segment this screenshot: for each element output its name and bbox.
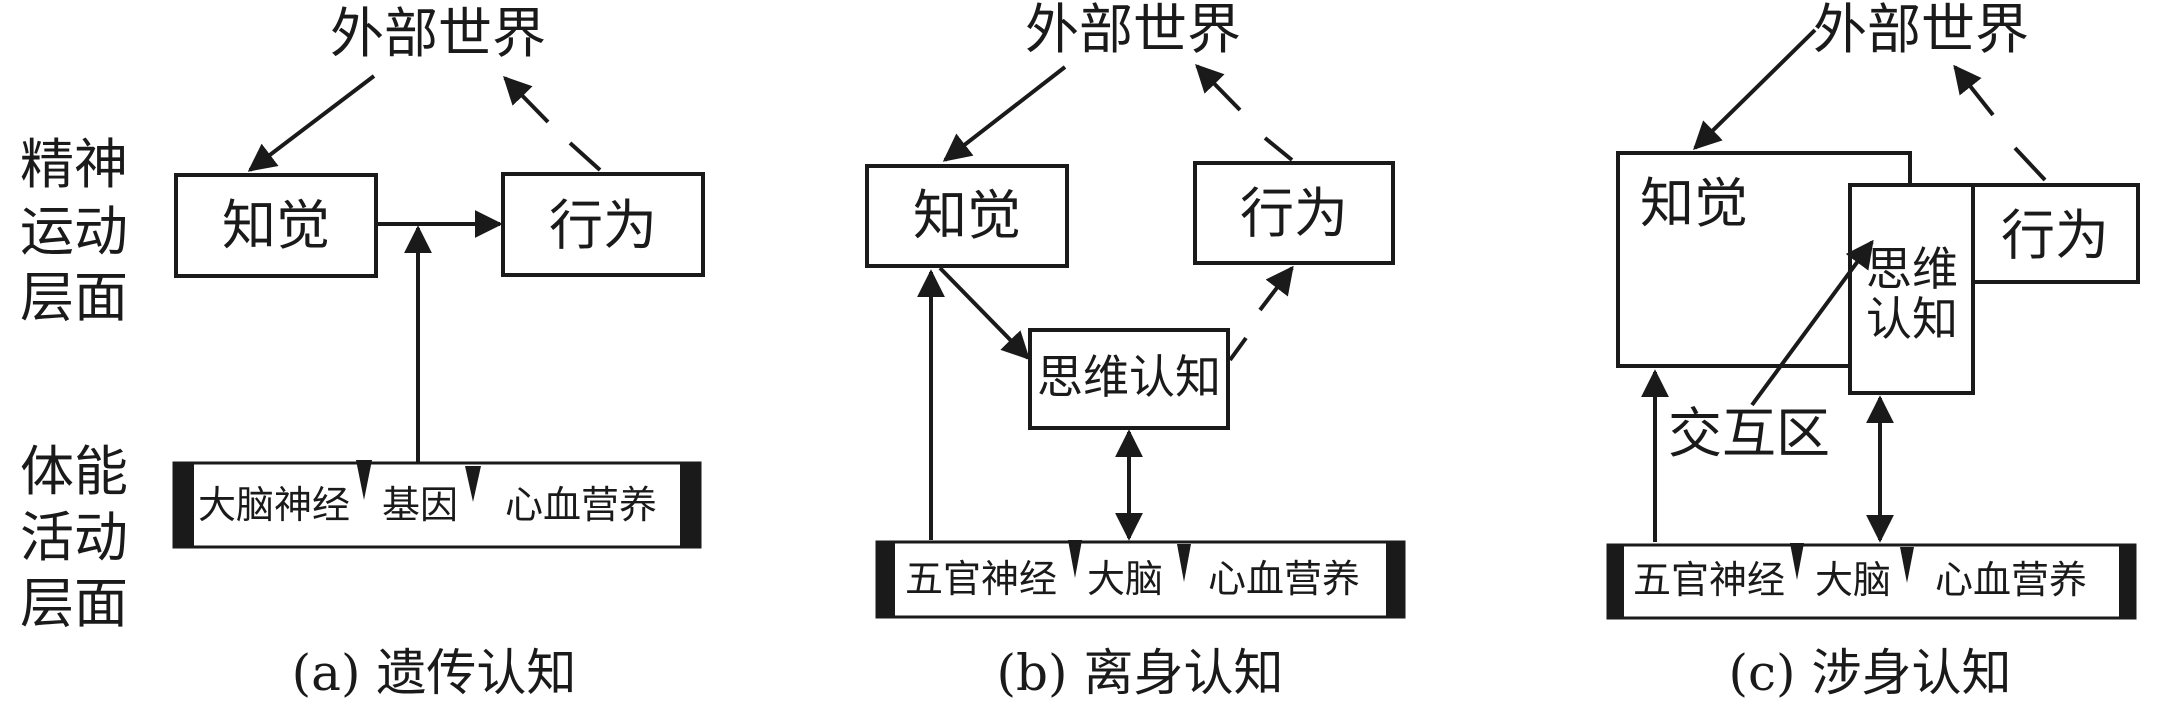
external-world-label: 外部世界 — [330, 2, 546, 65]
body-item: 大脑 — [1815, 558, 1891, 602]
arrow-action-dash — [1263, 136, 1294, 162]
body-item: 心血营养 — [505, 483, 657, 527]
row-label-physical-3: 层面 — [20, 572, 128, 635]
body-bar: 五官神经 大脑 心血营养 — [875, 540, 1406, 619]
row-label-physical: 体能 活动 层面 — [20, 440, 128, 635]
row-label-mental-2: 运动 — [20, 200, 128, 263]
body-item: 大脑 — [1087, 557, 1163, 601]
row-label-mental-3: 层面 — [20, 266, 128, 329]
body-bar: 五官神经 大脑 心血营养 — [1606, 543, 2137, 620]
arrow-action-dash — [2013, 146, 2047, 182]
action-label: 行为 — [2001, 204, 2109, 267]
action-box — [1971, 183, 2140, 284]
caption-b: (b) 离身认知 — [997, 644, 1284, 702]
arrow-action-to-world — [503, 75, 550, 124]
arrow-world-to-perception — [1693, 28, 1817, 150]
body-bar: 大脑神经 基因 心血营养 — [172, 460, 702, 549]
cognition-label-line2: 认知 — [1866, 292, 1958, 346]
body-item: 基因 — [382, 483, 458, 527]
perception-label: 知觉 — [913, 184, 1021, 247]
cognition-label-line1: 思维 — [1866, 242, 1958, 296]
cognition-label: 思维认知 — [1037, 350, 1221, 404]
body-item: 心血营养 — [1208, 557, 1360, 601]
arrow-action-to-world — [1195, 63, 1242, 112]
row-label-physical-2: 活动 — [20, 506, 128, 569]
external-world-label: 外部世界 — [1025, 0, 1241, 61]
arrowhead-down-icon — [1177, 544, 1191, 582]
action-box — [1193, 161, 1395, 265]
arrowhead-down-icon — [465, 466, 481, 502]
panel-c: 外部世界 知觉 行为 思维 认知 交互区 五官神经 大脑 心血营养 (c) 涉身… — [1606, 0, 2140, 702]
body-item: 大脑神经 — [198, 483, 350, 527]
panel-a: 外部世界 知觉 行为 大脑神经 基因 心血营养 (a) 遗传认知 — [172, 2, 705, 702]
action-box — [501, 172, 705, 277]
arrow-world-to-perception — [247, 74, 376, 172]
arrowhead-down-icon — [1900, 547, 1914, 583]
row-label-mental-1: 精神 — [20, 133, 128, 196]
cognition-box — [1848, 183, 1975, 395]
body-item: 五官神经 — [1633, 558, 1785, 602]
perception-label: 知觉 — [222, 194, 330, 257]
body-item: 五官神经 — [905, 557, 1057, 601]
body-item: 心血营养 — [1935, 558, 2087, 602]
arrow-action-dash — [568, 141, 602, 172]
arrow-cognition-to-action — [1258, 265, 1294, 312]
perception-box — [174, 173, 378, 278]
perception-label: 知觉 — [1640, 172, 1748, 235]
action-label: 行为 — [1240, 182, 1348, 245]
caption-a: (a) 遗传认知 — [292, 644, 577, 702]
arrow-action-to-world — [1953, 64, 1995, 117]
panel-b: 外部世界 知觉 行为 思维认知 五官神经 大脑 心血营养 (b) 离身认知 — [865, 0, 1406, 702]
arrowhead-down-icon — [1068, 540, 1082, 578]
arrow-perception-to-cognition — [938, 266, 1030, 361]
row-label-physical-1: 体能 — [20, 440, 128, 503]
caption-c: (c) 涉身认知 — [1729, 644, 2012, 702]
arrow-cognition-dash — [1228, 336, 1248, 362]
external-world-label: 外部世界 — [1813, 0, 2029, 61]
interaction-zone-label: 交互区 — [1668, 402, 1830, 465]
cognition-box — [1028, 328, 1230, 430]
perception-box — [865, 164, 1069, 268]
row-label-mental: 精神 运动 层面 — [20, 133, 128, 329]
arrow-world-to-perception — [942, 65, 1067, 162]
action-label: 行为 — [549, 194, 657, 257]
arrowhead-down-icon — [356, 460, 372, 500]
arrowhead-down-icon — [1790, 543, 1804, 580]
arrow-interaction-zone — [1750, 239, 1874, 407]
